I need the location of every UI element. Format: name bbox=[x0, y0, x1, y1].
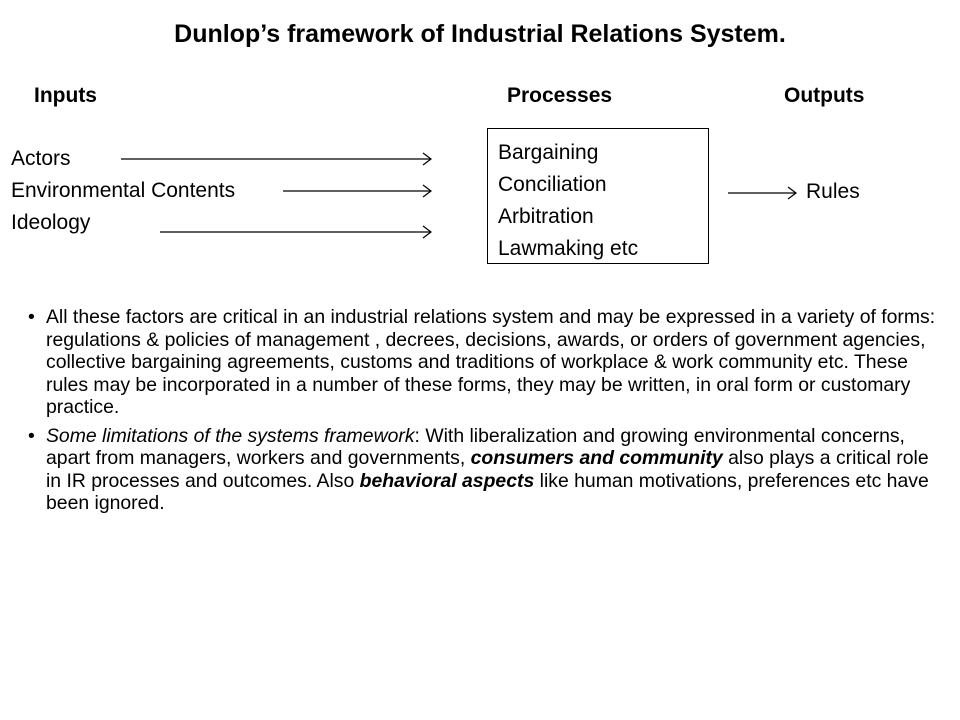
column-header-processes: Processes bbox=[507, 84, 613, 107]
bullet-text-limitations: Some limitations of the systems framewor… bbox=[46, 425, 929, 515]
bullet-list: • All these factors are critical in an i… bbox=[28, 306, 948, 521]
limitations-part-2: also plays a critical role in IR process… bbox=[46, 447, 929, 492]
limitations-part-1: : With liberalization and growing enviro… bbox=[46, 424, 905, 470]
input-ideology: Ideology bbox=[11, 211, 91, 234]
bullet-marker: • bbox=[28, 424, 35, 447]
bullet-item-factors: • All these factors are critical in an i… bbox=[28, 306, 948, 419]
input-environmental-contents: Environmental Contents bbox=[11, 179, 236, 202]
limitations-part-3: like human motivations, preferences etc … bbox=[46, 469, 929, 515]
column-header-inputs: Inputs bbox=[34, 84, 97, 107]
bullet-marker: • bbox=[28, 306, 35, 328]
process-item-arbitration: Arbitration bbox=[498, 205, 594, 228]
output-rules: Rules bbox=[806, 180, 860, 203]
emphasis-behavioral: behavioral aspects bbox=[359, 469, 535, 492]
limitations-lead: Some limitations of the systems framewor… bbox=[46, 424, 415, 447]
input-actors: Actors bbox=[11, 147, 71, 170]
process-item-lawmaking: Lawmaking etc bbox=[498, 237, 639, 260]
process-box: Bargaining Conciliation Arbitration Lawm… bbox=[487, 128, 709, 264]
emphasis-consumers: consumers and community bbox=[470, 447, 723, 469]
process-item-bargaining: Bargaining bbox=[498, 141, 599, 164]
bullet-text-factors: All these factors are critical in an ind… bbox=[46, 306, 936, 418]
arrow-to-rules bbox=[728, 186, 797, 200]
arrow-ideology bbox=[160, 225, 432, 239]
page-title: Dunlop’s framework of Industrial Relatio… bbox=[174, 20, 786, 48]
arrow-actors bbox=[121, 152, 432, 166]
arrow-environmental-contents bbox=[283, 184, 432, 198]
column-header-outputs: Outputs bbox=[784, 84, 865, 107]
bullet-item-limitations: • Some limitations of the systems framew… bbox=[28, 424, 948, 515]
process-item-conciliation: Conciliation bbox=[498, 173, 607, 196]
